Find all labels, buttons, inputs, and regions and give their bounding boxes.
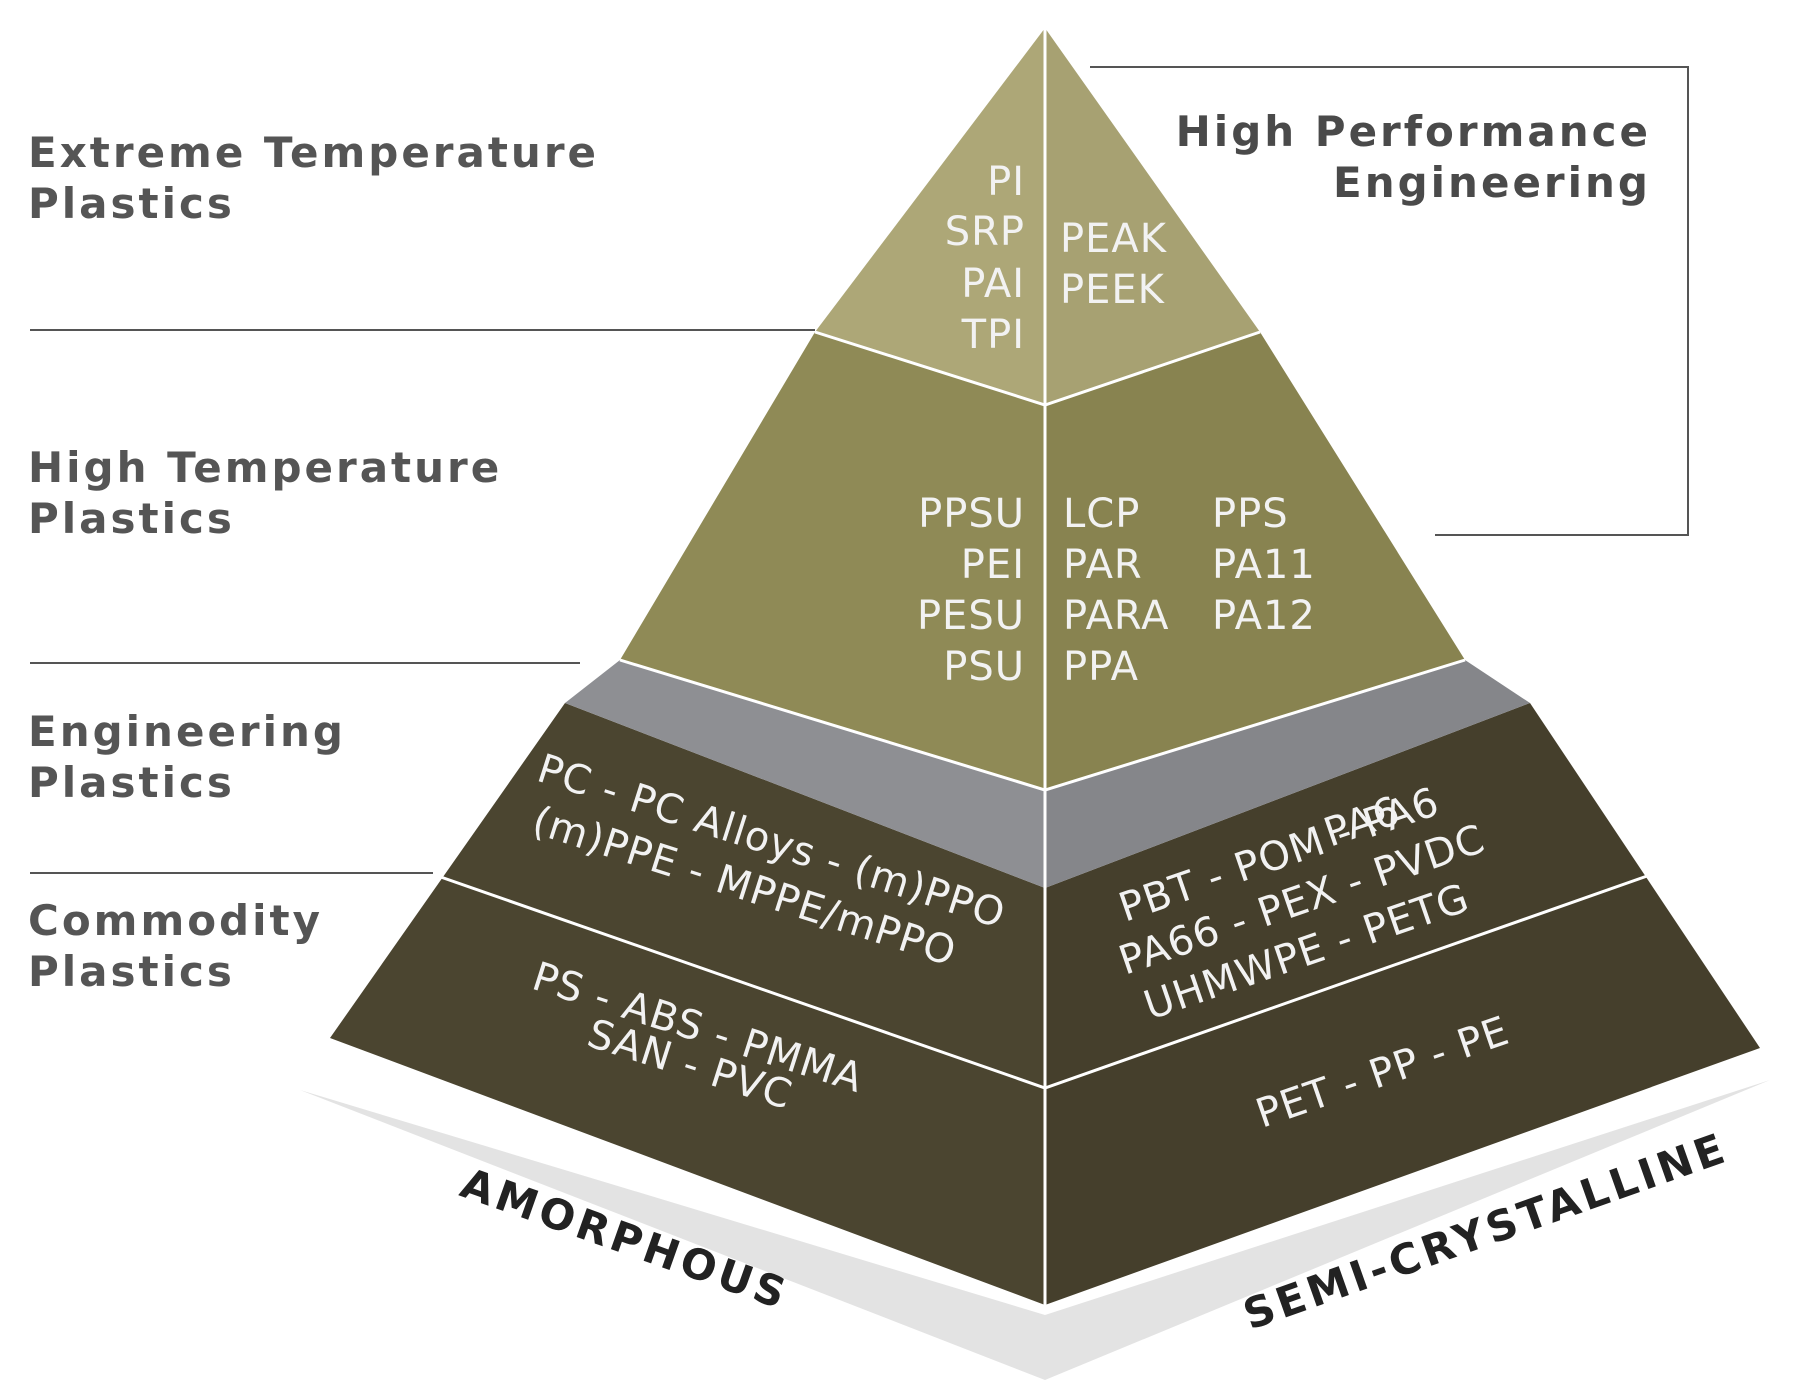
lower-left-face [330,703,1045,1305]
high-semi-item: PA11 [1212,542,1316,588]
top-semi-item: PEEK [1060,267,1166,313]
high-semi-item: PPS [1212,491,1289,537]
high-semi-col1: LCP PAR PARA PPA [1063,491,1169,690]
high-performance-bracket [1090,66,1689,536]
top-amorphous-item: PI [987,159,1025,205]
top-amorphous-item: PAI [961,261,1025,307]
tier-label-engineering: Engineering Plastics [28,707,346,807]
high-semi-item: PPA [1063,644,1139,690]
pyramid-shadow [300,1080,1770,1380]
high-amorphous-item: PSU [943,644,1025,690]
top-left-face [815,28,1045,405]
high-semi-col2: PPS PA11 PA12 [1212,491,1316,639]
top-semi-list: PEAK PEEK [1060,216,1168,313]
tier-label-extreme: Extreme Temperature Plastics [28,128,600,228]
high-semi-item: PARA [1063,593,1169,639]
high-semi-item: PA12 [1212,593,1316,639]
middle-right-face [1045,332,1465,790]
middle-left-face [620,332,1045,790]
top-semi-item: PEAK [1060,216,1168,262]
lower-right-face [1045,703,1760,1305]
high-semi-item: LCP [1063,491,1140,537]
gray-band-left [565,660,1045,888]
tier-label-high-temperature: High Temperature Plastics [28,443,503,543]
high-amorphous-item: PEI [961,542,1025,588]
gray-band-right [1045,660,1530,888]
tier-label-commodity: Commodity Plastics [28,896,323,996]
top-amorphous-item: SRP [945,209,1025,255]
high-amorphous-item: PESU [917,593,1025,639]
top-right-face [1045,28,1260,405]
high-semi-item: PAR [1063,542,1143,588]
top-amorphous-list: PI SRP PAI TPI [945,159,1025,358]
high-amorphous-item: PPSU [918,491,1025,537]
high-amorphous-list: PPSU PEI PESU PSU [917,491,1025,690]
high-performance-label: High Performance Engineering [1175,107,1651,207]
top-amorphous-item: TPI [961,312,1025,358]
